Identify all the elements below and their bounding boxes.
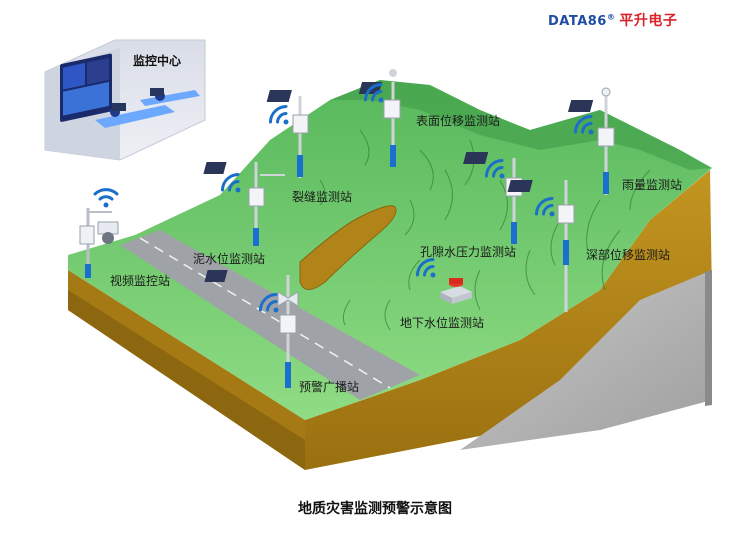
wifi-signal-icon	[258, 292, 279, 313]
label-pore-pressure: 孔隙水压力监测站	[420, 245, 517, 259]
mud-level-station	[203, 162, 285, 246]
rainfall-station	[567, 87, 615, 195]
mud-gully	[299, 205, 397, 290]
hill-surface	[68, 80, 712, 420]
control-center-room	[44, 39, 206, 161]
groundwater-station	[440, 278, 472, 304]
wifi-signal-icon	[93, 188, 119, 208]
warning-broadcast-station	[204, 270, 299, 388]
bedrock	[460, 270, 712, 450]
label-deep-displacement: 深部位移监测站	[586, 248, 671, 262]
wifi-signal-icon	[363, 82, 384, 103]
label-surface-displacement: 表面位移监测站	[416, 114, 501, 128]
brand-logo: DATA86®平升电子	[548, 10, 677, 30]
registered-mark: ®	[606, 12, 616, 22]
label-rainfall: 雨量监测站	[622, 178, 683, 192]
brand-name-en: DATA86	[548, 14, 607, 29]
label-mud-level: 泥水位监测站	[193, 252, 266, 266]
label-video: 视频监控站	[110, 274, 171, 288]
control-center-title: 监控中心	[133, 54, 182, 68]
wifi-signal-icon	[415, 257, 436, 278]
brand-name-cn: 平升电子	[619, 13, 678, 29]
video-station	[79, 208, 119, 278]
wifi-signal-icon	[534, 196, 555, 217]
label-crack: 裂缝监测站	[292, 190, 353, 204]
front-soil-layer-lower	[68, 290, 305, 470]
label-warning-broadcast: 预警广播站	[299, 380, 360, 394]
crack-station	[266, 90, 309, 178]
label-groundwater: 地下水位监测站	[400, 316, 485, 330]
wifi-signal-icon	[268, 104, 289, 125]
figure-caption: 地质灾害监测预警示意图	[298, 501, 452, 517]
wifi-signal-icon	[484, 158, 505, 179]
road	[120, 230, 420, 400]
terrain-contours	[319, 129, 651, 331]
wifi-signal-icon	[573, 114, 594, 135]
wifi-signal-icon	[220, 172, 241, 193]
deep-displacement-station	[507, 180, 575, 312]
